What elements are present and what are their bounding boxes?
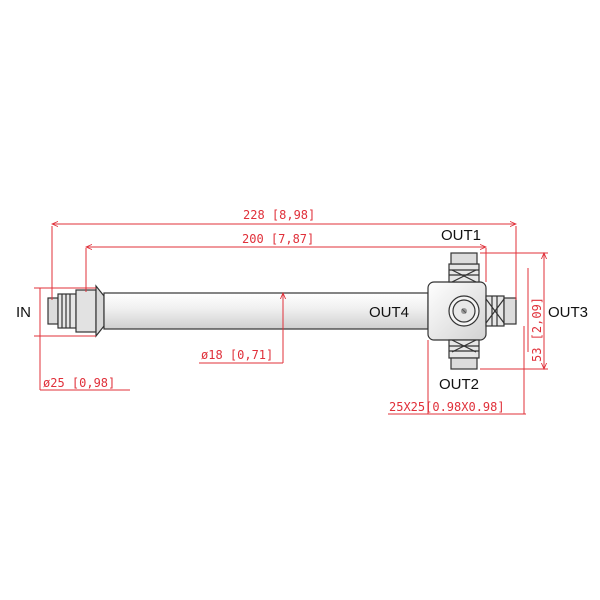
port-out1-label: OUT1 [441, 227, 481, 244]
flange-diameter-label: ø25 [0,98] [43, 376, 115, 390]
dimension-lines [34, 224, 548, 415]
out3-connector [485, 295, 517, 327]
splitter-body [47, 252, 517, 370]
port-out2-label: OUT2 [439, 376, 479, 393]
out1-connector [448, 252, 480, 283]
overall-length-label: 228 [8,98] [243, 208, 315, 222]
in-connector [47, 289, 97, 333]
screw-icon [448, 295, 480, 327]
tube-diameter-label: ø18 [0,71] [201, 348, 273, 362]
head-size-label: 25X25[0.98X0.98] [389, 400, 505, 414]
input-flange [95, 284, 105, 338]
tube [103, 292, 429, 330]
port-in-label: IN [16, 304, 31, 321]
out2-connector [448, 339, 480, 370]
tube-length-label: 200 [7,87] [242, 232, 314, 246]
port-out3-label: OUT3 [548, 304, 588, 321]
port-out4-label: OUT4 [369, 304, 409, 321]
head-height-label: 53 [2,09] [530, 297, 544, 362]
